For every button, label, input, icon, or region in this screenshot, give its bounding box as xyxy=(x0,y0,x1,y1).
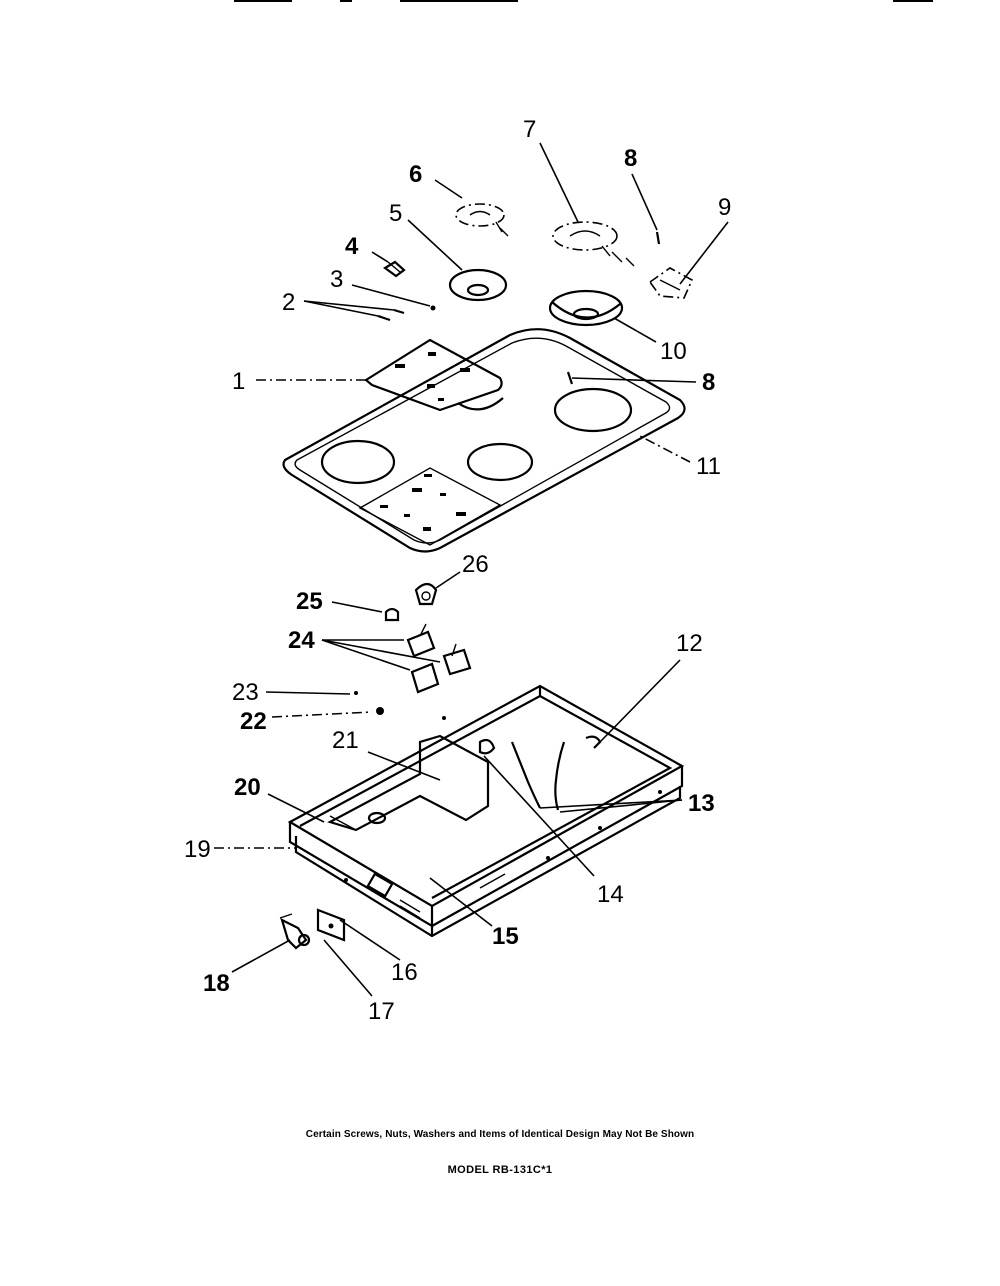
callout-20: 20 xyxy=(234,774,261,801)
callout-6: 6 xyxy=(409,161,422,188)
large-surface-element xyxy=(552,221,635,267)
header-rule-1 xyxy=(234,0,292,2)
model-number: MODEL RB-131C*1 xyxy=(447,1164,553,1176)
hardware-small-parts xyxy=(377,260,436,322)
callout-19: 19 xyxy=(184,836,211,863)
small-drip-bowl xyxy=(448,268,508,302)
knobs-and-switches xyxy=(354,582,472,715)
leader-lines xyxy=(214,142,729,997)
small-surface-element xyxy=(455,203,509,237)
callout-22: 22 xyxy=(240,708,267,735)
callout-24: 24 xyxy=(288,627,315,654)
callout-8-lower: 8 xyxy=(702,369,715,396)
header-rule-3 xyxy=(400,0,518,2)
callout-14: 14 xyxy=(597,881,624,908)
callout-labels: 1 2 3 4 5 6 7 8 8 9 10 11 12 13 14 15 16… xyxy=(184,116,731,1025)
callout-25: 25 xyxy=(296,588,323,615)
callout-10: 10 xyxy=(660,338,687,365)
springs-and-clips xyxy=(478,735,602,811)
internal-brackets xyxy=(327,734,490,832)
control-panel-plate xyxy=(364,338,503,412)
callout-12: 12 xyxy=(676,630,703,657)
callout-13: 13 xyxy=(688,790,715,817)
footnote: Certain Screws, Nuts, Washers and Items … xyxy=(305,1129,695,1140)
screw-and-receptacle xyxy=(566,231,694,385)
callout-16: 16 xyxy=(391,959,418,986)
callout-2: 2 xyxy=(282,289,295,316)
callout-1: 1 xyxy=(232,368,245,395)
header-rule-4 xyxy=(893,0,933,2)
callout-18: 18 xyxy=(203,970,230,997)
header-rule-2 xyxy=(340,0,352,2)
callout-3: 3 xyxy=(330,266,343,293)
callout-7: 7 xyxy=(523,116,536,143)
callout-17: 17 xyxy=(368,998,395,1025)
callout-11: 11 xyxy=(696,453,721,480)
callout-21: 21 xyxy=(332,727,359,754)
callout-5: 5 xyxy=(389,200,402,227)
large-drip-bowl xyxy=(548,289,624,327)
callout-15: 15 xyxy=(492,923,519,950)
callout-9: 9 xyxy=(718,194,731,221)
callout-4: 4 xyxy=(345,233,359,260)
callout-8-top: 8 xyxy=(624,145,637,172)
callout-23: 23 xyxy=(232,679,259,706)
cooktop-main-top xyxy=(282,328,686,553)
terminal-block-assembly xyxy=(279,908,346,950)
callout-26: 26 xyxy=(462,551,489,578)
